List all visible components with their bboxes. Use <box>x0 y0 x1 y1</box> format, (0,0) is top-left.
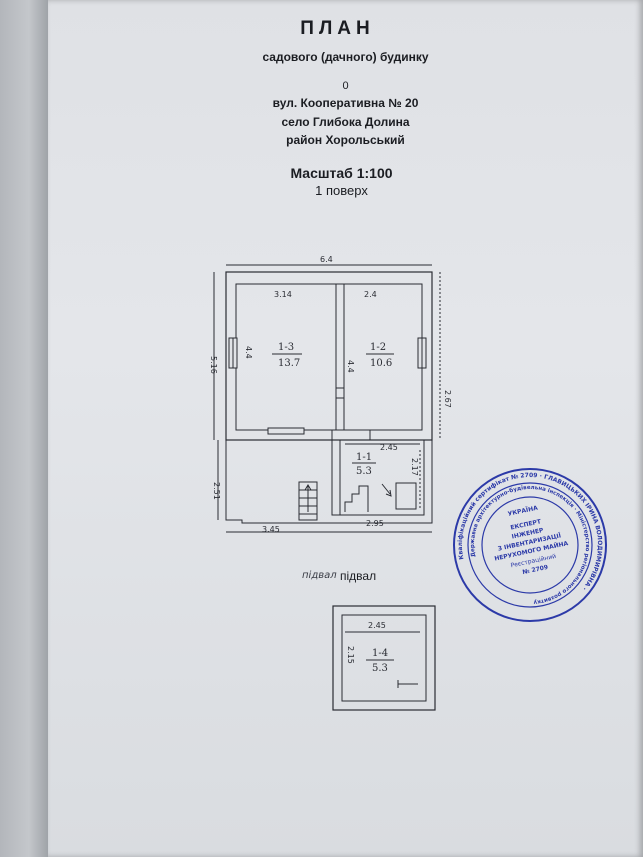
doc-subtitle: садового (дачного) будинку <box>262 50 429 64</box>
house-inner-wall <box>235 283 423 431</box>
basement-room-area: 5.3 <box>372 663 388 674</box>
basement-outer-wall <box>332 605 436 711</box>
floor-label: 1 поверх <box>315 183 368 198</box>
dim-bottom-left: 3.45 <box>262 525 280 534</box>
scale-label: Масштаб 1:100 <box>290 165 393 181</box>
doc-title: ПЛАН <box>300 18 375 39</box>
basement-dim-height: 2.15 <box>346 646 355 664</box>
official-stamp: Кваліфікаційний сертифікат № 2709 · ГЛАВ… <box>443 458 613 622</box>
basement-room-id: 1-4 <box>372 648 388 659</box>
dim-room3-width: 2.45 <box>380 443 398 452</box>
room2-id: 1-2 <box>370 342 386 353</box>
address-district: район Хорольський <box>286 133 405 147</box>
basement-inner-wall <box>341 614 427 702</box>
stamp-country: УКРАЇНА <box>507 505 539 518</box>
address-street: вул. Кооперативна № 20 <box>272 96 419 110</box>
dim-right: 2.67 <box>443 390 452 408</box>
document-page: ПЛАН садового (дачного) будинку 0 вул. К… <box>48 0 643 857</box>
dim-room1-height: 4.4 <box>244 346 253 359</box>
room2-area: 10.6 <box>370 358 392 369</box>
dim-room3-height: 2.17 <box>410 458 419 476</box>
address-village: село Глибока Долина <box>281 115 410 129</box>
dim-left-lower: 2.51 <box>212 482 221 500</box>
room3-area: 5.3 <box>356 466 372 477</box>
dim-bottom-right: 2.95 <box>366 519 384 528</box>
dim-room1-width: 3.14 <box>274 290 292 299</box>
dim-room2-height: 4.4 <box>346 360 355 373</box>
room1-area: 13.7 <box>278 358 300 369</box>
dim-left: 5.16 <box>209 356 218 374</box>
left-page-edge <box>0 0 48 857</box>
room1-id: 1-3 <box>278 342 294 353</box>
doc-number: 0 <box>342 80 349 92</box>
dim-top: 6.4 <box>320 255 333 264</box>
dim-room2-width: 2.4 <box>364 290 377 299</box>
house-outer-wall <box>225 271 433 441</box>
room3-id: 1-1 <box>356 452 372 463</box>
basement-handwritten-label: підвал <box>302 569 337 581</box>
basement-dim-width: 2.45 <box>368 621 386 630</box>
basement-label: підвал <box>340 569 376 583</box>
